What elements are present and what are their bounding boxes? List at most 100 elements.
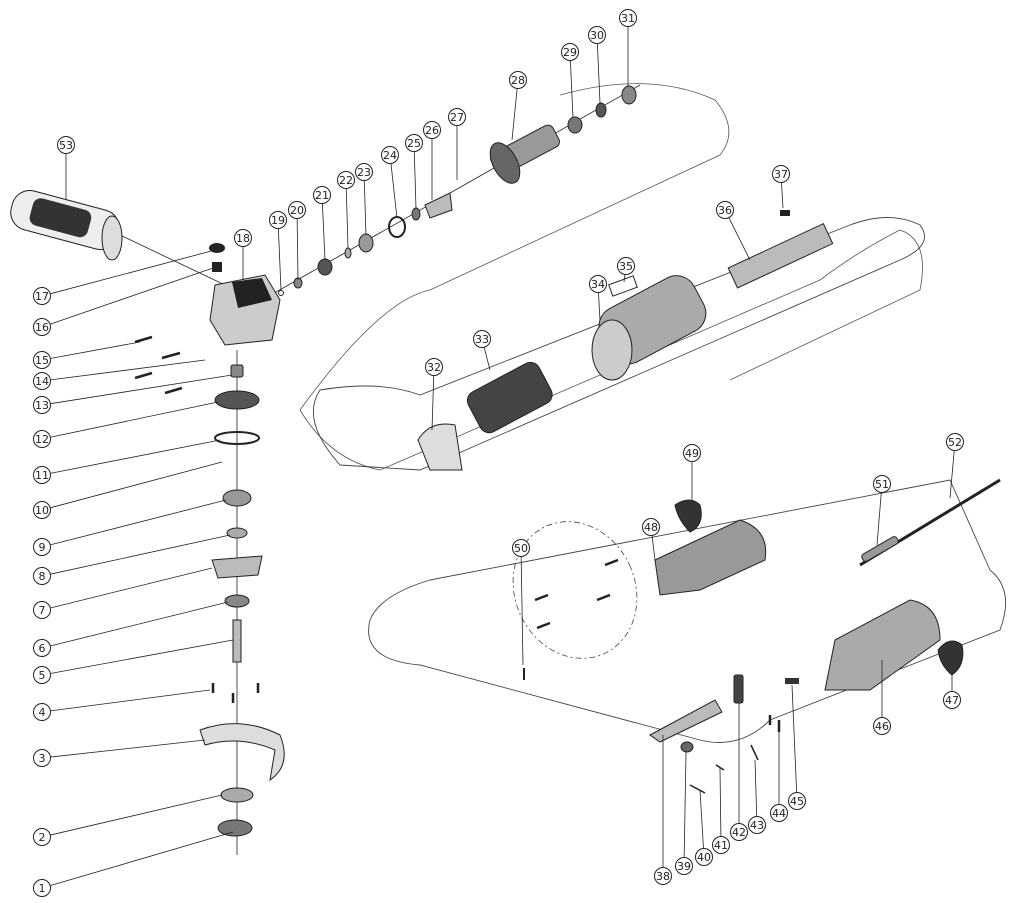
callout-circle-40 bbox=[695, 848, 713, 866]
leader-line-1 bbox=[50, 831, 234, 886]
callout-2: 2 bbox=[33, 828, 51, 846]
callout-8: 8 bbox=[33, 567, 51, 585]
leader-line-2 bbox=[50, 794, 223, 836]
callout-23: 23 bbox=[355, 163, 373, 181]
callout-label-32: 32 bbox=[427, 361, 441, 374]
callout-label-34: 34 bbox=[591, 278, 605, 291]
callout-49: 49 bbox=[683, 444, 701, 462]
callout-53: 53 bbox=[57, 136, 75, 154]
callout-label-49: 49 bbox=[685, 447, 699, 460]
callout-circle-30 bbox=[588, 26, 606, 44]
callout-25: 25 bbox=[405, 134, 423, 152]
callout-label-46: 46 bbox=[875, 720, 889, 733]
callout-9: 9 bbox=[33, 538, 51, 556]
leader-line-4 bbox=[50, 689, 211, 712]
armature-fan bbox=[489, 142, 521, 184]
callout-12: 12 bbox=[33, 430, 51, 448]
callout-circle-46 bbox=[873, 717, 891, 735]
callout-circle-18 bbox=[234, 229, 252, 247]
callout-circle-5 bbox=[33, 666, 51, 684]
callout-17: 17 bbox=[33, 287, 51, 305]
screw-group-15-outline bbox=[512, 521, 638, 659]
leader-line-16 bbox=[49, 267, 214, 325]
callout-43: 43 bbox=[748, 816, 766, 834]
part-19-shape bbox=[278, 290, 284, 296]
callout-circle-48 bbox=[642, 518, 660, 536]
callout-label-25: 25 bbox=[407, 137, 421, 150]
callout-label-26: 26 bbox=[425, 124, 439, 137]
callout-circle-35 bbox=[617, 257, 635, 275]
callout-circle-33 bbox=[473, 330, 491, 348]
leader-line-39 bbox=[683, 751, 687, 858]
callout-29: 29 bbox=[561, 43, 579, 61]
leader-line-8 bbox=[50, 534, 231, 575]
callout-label-10: 10 bbox=[35, 504, 49, 517]
callout-circle-1 bbox=[33, 879, 51, 897]
callout-circle-37 bbox=[772, 165, 790, 183]
callout-circle-11 bbox=[33, 466, 51, 484]
leader-line-19 bbox=[277, 228, 282, 291]
callout-label-19: 19 bbox=[271, 214, 285, 227]
leader-line-29 bbox=[569, 60, 574, 119]
callout-27: 27 bbox=[448, 108, 466, 126]
leader-line-13 bbox=[50, 374, 233, 405]
leader-lines bbox=[49, 26, 955, 886]
callout-label-38: 38 bbox=[656, 870, 670, 883]
callout-label-16: 16 bbox=[35, 321, 49, 334]
callout-21: 21 bbox=[313, 186, 331, 204]
callout-circle-22 bbox=[337, 171, 355, 189]
part-29-shape bbox=[567, 116, 583, 134]
leader-line-6 bbox=[50, 601, 229, 647]
callout-circle-47 bbox=[943, 691, 961, 709]
leader-line-14 bbox=[50, 359, 206, 381]
leader-line-37 bbox=[781, 182, 784, 209]
part-30-shape bbox=[595, 102, 607, 118]
callout-circle-39 bbox=[675, 857, 693, 875]
callout-circle-16 bbox=[33, 318, 51, 336]
callout-42: 42 bbox=[730, 823, 748, 841]
callout-4: 4 bbox=[33, 703, 51, 721]
pin-40 bbox=[689, 784, 706, 794]
callout-37: 37 bbox=[772, 165, 790, 183]
leader-line-10 bbox=[50, 461, 223, 509]
leader-line-5 bbox=[50, 639, 234, 674]
callout-circle-23 bbox=[355, 163, 373, 181]
callout-15: 15 bbox=[33, 351, 51, 369]
callout-circle-20 bbox=[288, 201, 306, 219]
inner-flange bbox=[220, 787, 254, 803]
callout-44: 44 bbox=[770, 804, 788, 822]
callout-label-21: 21 bbox=[315, 189, 329, 202]
switch-lever bbox=[649, 699, 723, 743]
callout-40: 40 bbox=[695, 848, 713, 866]
handle-axis bbox=[119, 234, 226, 286]
callout-label-50: 50 bbox=[514, 542, 528, 555]
callout-20: 20 bbox=[288, 201, 306, 219]
part-17-shape bbox=[209, 243, 225, 253]
callout-label-33: 33 bbox=[475, 333, 489, 346]
callout-label-9: 9 bbox=[39, 541, 46, 554]
o-ring-11 bbox=[214, 431, 260, 445]
part-21-shape bbox=[317, 258, 333, 276]
leader-line-22 bbox=[345, 188, 349, 249]
callout-circle-25 bbox=[405, 134, 423, 152]
callout-18: 18 bbox=[234, 229, 252, 247]
callout-50: 50 bbox=[512, 539, 530, 557]
callout-36: 36 bbox=[716, 201, 734, 219]
callout-46: 46 bbox=[873, 717, 891, 735]
label-35 bbox=[608, 275, 638, 297]
callout-24: 24 bbox=[381, 146, 399, 164]
callout-label-13: 13 bbox=[35, 399, 49, 412]
callout-label-3: 3 bbox=[39, 752, 46, 765]
callout-26: 26 bbox=[423, 121, 441, 139]
callout-label-1: 1 bbox=[39, 882, 46, 895]
screw-15c bbox=[534, 593, 549, 602]
leader-line-21 bbox=[321, 203, 326, 261]
callout-circle-53 bbox=[57, 136, 75, 154]
part-45-shape bbox=[785, 678, 799, 684]
callout-circle-9 bbox=[33, 538, 51, 556]
part-26-shape bbox=[424, 192, 453, 219]
screw-15e bbox=[536, 621, 551, 630]
callout-label-43: 43 bbox=[750, 819, 764, 832]
callout-label-53: 53 bbox=[59, 139, 73, 152]
